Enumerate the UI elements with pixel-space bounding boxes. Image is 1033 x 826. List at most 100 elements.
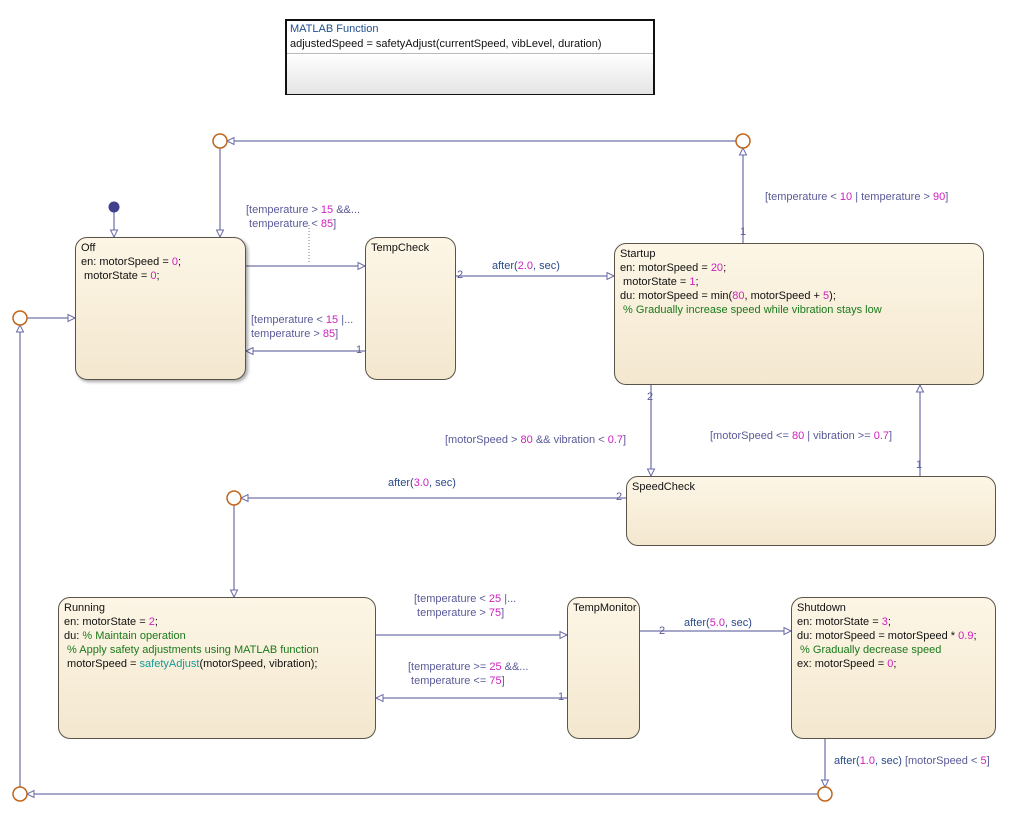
code-token: , sec) [532,260,560,272]
code-token: en: motorState = [64,616,149,628]
transition-label-speedcheck-to-startup[interactable]: [motorSpeed <= 80 | vibration >= 0.7] [710,429,892,443]
transition-label-off-to-tempcheck[interactable]: [temperature > 15 &&... temperature < 85… [246,203,360,231]
code-token: [motorSpeed <= [710,430,792,442]
code-line: du: motorSpeed = motorSpeed * 0.9; [797,629,990,643]
code-token: [temperature > [246,204,321,216]
code-token: % Gradually increase speed while vibrati… [620,304,882,316]
code-line: % Gradually increase speed while vibrati… [620,303,978,317]
code-token: ; [154,616,158,628]
code-line: ex: motorSpeed = 0; [797,657,990,671]
code-line: [temperature < 25 |... [414,592,516,606]
transition-label-startup-to-junction[interactable]: [temperature < 10 | temperature > 90] [765,190,948,204]
code-line: % Apply safety adjustments using MATLAB … [64,643,370,657]
code-token: ] [501,675,505,687]
code-line: temperature < 85] [246,217,360,231]
code-token: motorState = [81,270,151,282]
state-speedcheck[interactable]: SpeedCheck [626,476,996,546]
priority-label: 2 [647,391,654,403]
code-token: motorSpeed = [64,658,140,670]
state-tempmonitor[interactable]: TempMonitor [567,597,640,739]
arrowhead-icon [239,493,249,503]
code-token: | temperature > [852,191,933,203]
priority-label: 2 [659,625,666,637]
code-line: after(1.0, sec) [motorSpeed < 5] [834,754,990,768]
arrowhead-icon [783,626,793,636]
code-line: en: motorSpeed = 20; [620,261,978,275]
code-token: 0.9 [958,630,974,642]
code-token: , sec) [428,477,456,489]
code-token: 80 [520,434,533,446]
code-token: 0 [150,270,157,282]
code-token: 20 [710,262,724,274]
junction-icon[interactable] [12,786,28,802]
code-line: en: motorState = 2; [64,615,370,629]
transition-label-shutdown-to-junction[interactable]: after(1.0, sec) [motorSpeed < 5] [834,754,990,768]
code-line: [temperature < 15 |... [251,313,353,327]
code-token: 5 [980,755,987,767]
code-token: ] [622,434,627,446]
transition-label-tempcheck-to-off[interactable]: [temperature < 15 |...temperature > 85] [251,313,353,341]
code-token: temperature <= [408,675,490,687]
code-token: &&... [333,204,361,216]
arrowhead-icon [225,136,235,146]
code-token: 15 [320,204,334,216]
code-line: after(5.0, sec) [684,616,752,630]
default-transition-dot-icon[interactable] [108,201,120,213]
arrowhead-icon [15,323,25,333]
transition-label-speedcheck-to-running[interactable]: after(3.0, sec) [388,476,456,490]
code-token: 1.0 [859,755,875,767]
code-token: 0.7 [873,430,890,442]
code-token: 85 [322,328,336,340]
code-token: 2.0 [517,260,533,272]
code-token: &&... [501,661,529,673]
code-token: 5.0 [709,617,725,629]
code-token: safetyAdjust [139,658,200,670]
transition-label-tempmonitor-to-running[interactable]: [temperature >= 25 &&... temperature <= … [408,660,528,688]
function-signature: adjustedSpeed = safetyAdjust(currentSpee… [287,37,653,54]
priority-label: 2 [457,269,464,281]
transition-label-running-to-tempmonitor[interactable]: [temperature < 25 |... temperature > 75] [414,592,516,620]
matlab-function-block[interactable]: MATLAB Function adjustedSpeed = safetyAd… [285,19,655,95]
code-line: motorState = 0; [81,269,240,283]
code-token: [motorSpeed > [445,434,521,446]
arrowhead-icon [229,589,239,599]
code-line: [motorSpeed <= 80 | vibration >= 0.7] [710,429,892,443]
code-token: en: motorSpeed = [81,256,172,268]
code-line: temperature > 85] [251,327,353,341]
code-line: [temperature >= 25 &&... [408,660,528,674]
junction-icon[interactable] [12,310,28,326]
code-line: [temperature > 15 &&... [246,203,360,217]
junction-icon[interactable] [212,133,228,149]
state-name: Running [64,602,105,614]
state-name: TempCheck [371,242,430,254]
code-line: en: motorSpeed = 0; [81,255,240,269]
code-line: [motorSpeed > 80 && vibration < 0.7] [445,433,626,447]
junction-icon[interactable] [226,490,242,506]
state-name: Startup [620,248,656,260]
code-token: 75 [489,675,502,687]
code-line: [temperature < 10 | temperature > 90] [765,190,948,204]
transition-label-tempmonitor-to-shutdown[interactable]: after(5.0, sec) [684,616,752,630]
junction-icon[interactable] [817,786,833,802]
code-token: ; [973,630,977,642]
arrowhead-icon [606,271,616,281]
code-token: temperature > [414,607,489,619]
code-token: 10 [839,191,853,203]
code-token: 15 [325,314,339,326]
code-line: temperature <= 75] [408,674,528,688]
junction-icon[interactable] [735,133,751,149]
state-tempcheck[interactable]: TempCheck [365,237,456,380]
arrowhead-icon [357,261,367,271]
code-token: (motorSpeed, vibration); [199,658,318,670]
transition-label-startup-to-speedcheck[interactable]: [motorSpeed > 80 && vibration < 0.7] [445,433,626,447]
code-line: du: motorSpeed = min(80, motorSpeed + 5)… [620,289,978,303]
arrowhead-icon [646,468,656,478]
arrowhead-icon [67,313,77,323]
code-token: 25 [489,661,502,673]
transition-label-tempcheck-to-startup[interactable]: after(2.0, sec) [492,259,560,273]
code-token: du: motorSpeed = min( [620,290,733,302]
